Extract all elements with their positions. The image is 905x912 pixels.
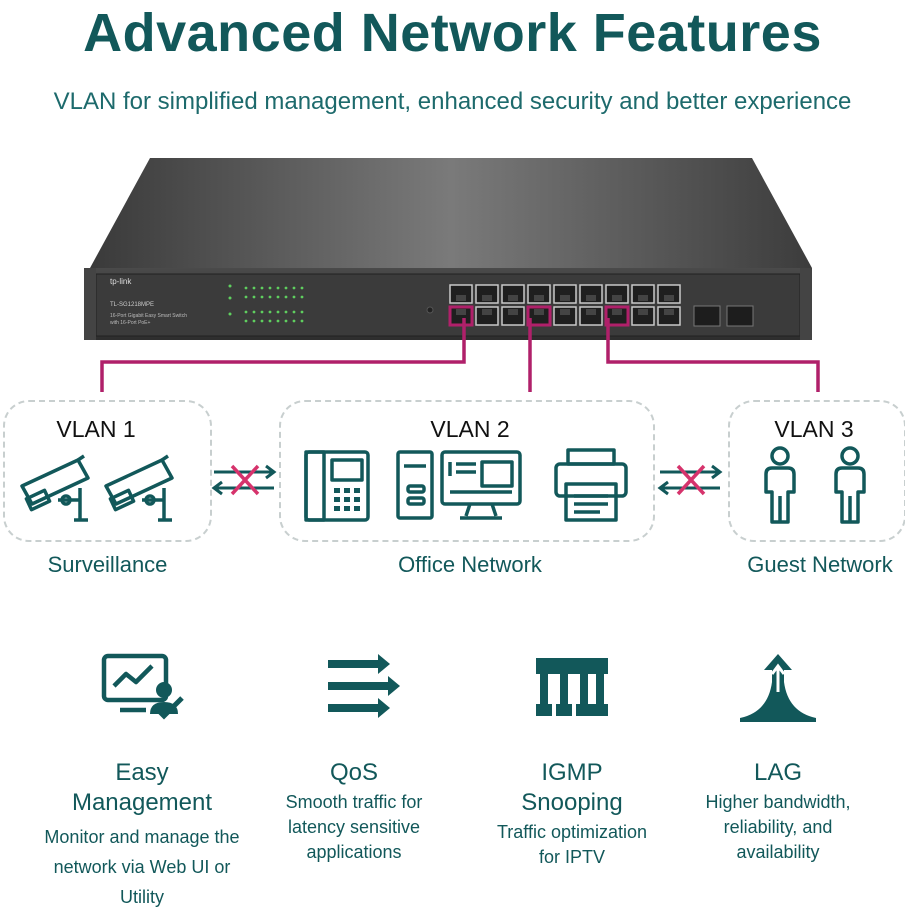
vlan-2-box [279,400,655,542]
feature-description: availability [736,842,820,862]
vlan-connection-lines [100,318,820,392]
security-camera-icon [20,454,174,522]
feature-title: Easy [115,759,169,786]
blocked-traffic-icon [657,464,723,496]
monitor-management-icon [101,653,184,720]
network-switch [84,158,812,340]
feature-title: Snooping [521,789,623,816]
guest-user-icon [764,446,866,524]
group-label-office: Office Network [398,552,542,577]
vlan-2-label: VLAN 2 [430,416,510,442]
vlan-3-label: VLAN 3 [774,416,854,442]
feature-description: network via Web UI or [53,857,231,877]
vlan-1-box [3,400,212,542]
feature-title: Management [71,789,213,816]
blocked-traffic-icon [211,464,277,496]
vlan-1-label: VLAN 1 [56,416,136,442]
qos-arrows-icon [328,654,400,718]
igmp-multicast-icon [536,658,608,716]
link-aggregation-icon [740,654,816,722]
feature-description: Traffic optimization [496,822,648,842]
feature-description: Utility [120,887,164,907]
group-label-surveillance: Surveillance [47,552,168,577]
feature-easy-management: Easy Management Monitor and manage the n… [22,758,262,912]
feature-description: Monitor and manage the [44,827,240,847]
switch-model: TL-SG1218MPE [110,302,155,308]
feature-description: reliability, and [723,817,833,837]
brand-logo: tp-link [110,277,132,286]
office-devices-icon [304,448,628,522]
switch-description-2: with 16-Port PoE+ [110,320,151,326]
feature-title: LAG [753,759,803,786]
feature-description: Higher bandwidth, [705,792,851,812]
feature-description: latency sensitive [287,817,421,837]
feature-qos: QoS Smooth traffic for latency sensitive… [244,758,464,865]
feature-title: IGMP [541,759,603,786]
page-title: Advanced Network Features [83,3,822,63]
group-label-guest: Guest Network [747,552,893,577]
switch-description-1: 16-Port Gigabit Easy Smart Switch [110,313,187,319]
feature-description: Smooth traffic for [285,792,423,812]
feature-lag: LAG Higher bandwidth, reliability, and a… [668,758,888,865]
feature-description: for IPTV [538,847,605,867]
feature-igmp-snooping: IGMP Snooping Traffic optimization for I… [462,758,682,870]
feature-description: applications [306,842,402,862]
feature-title: QoS [329,759,379,786]
page-subtitle: VLAN for simplified management, enhanced… [53,88,852,115]
